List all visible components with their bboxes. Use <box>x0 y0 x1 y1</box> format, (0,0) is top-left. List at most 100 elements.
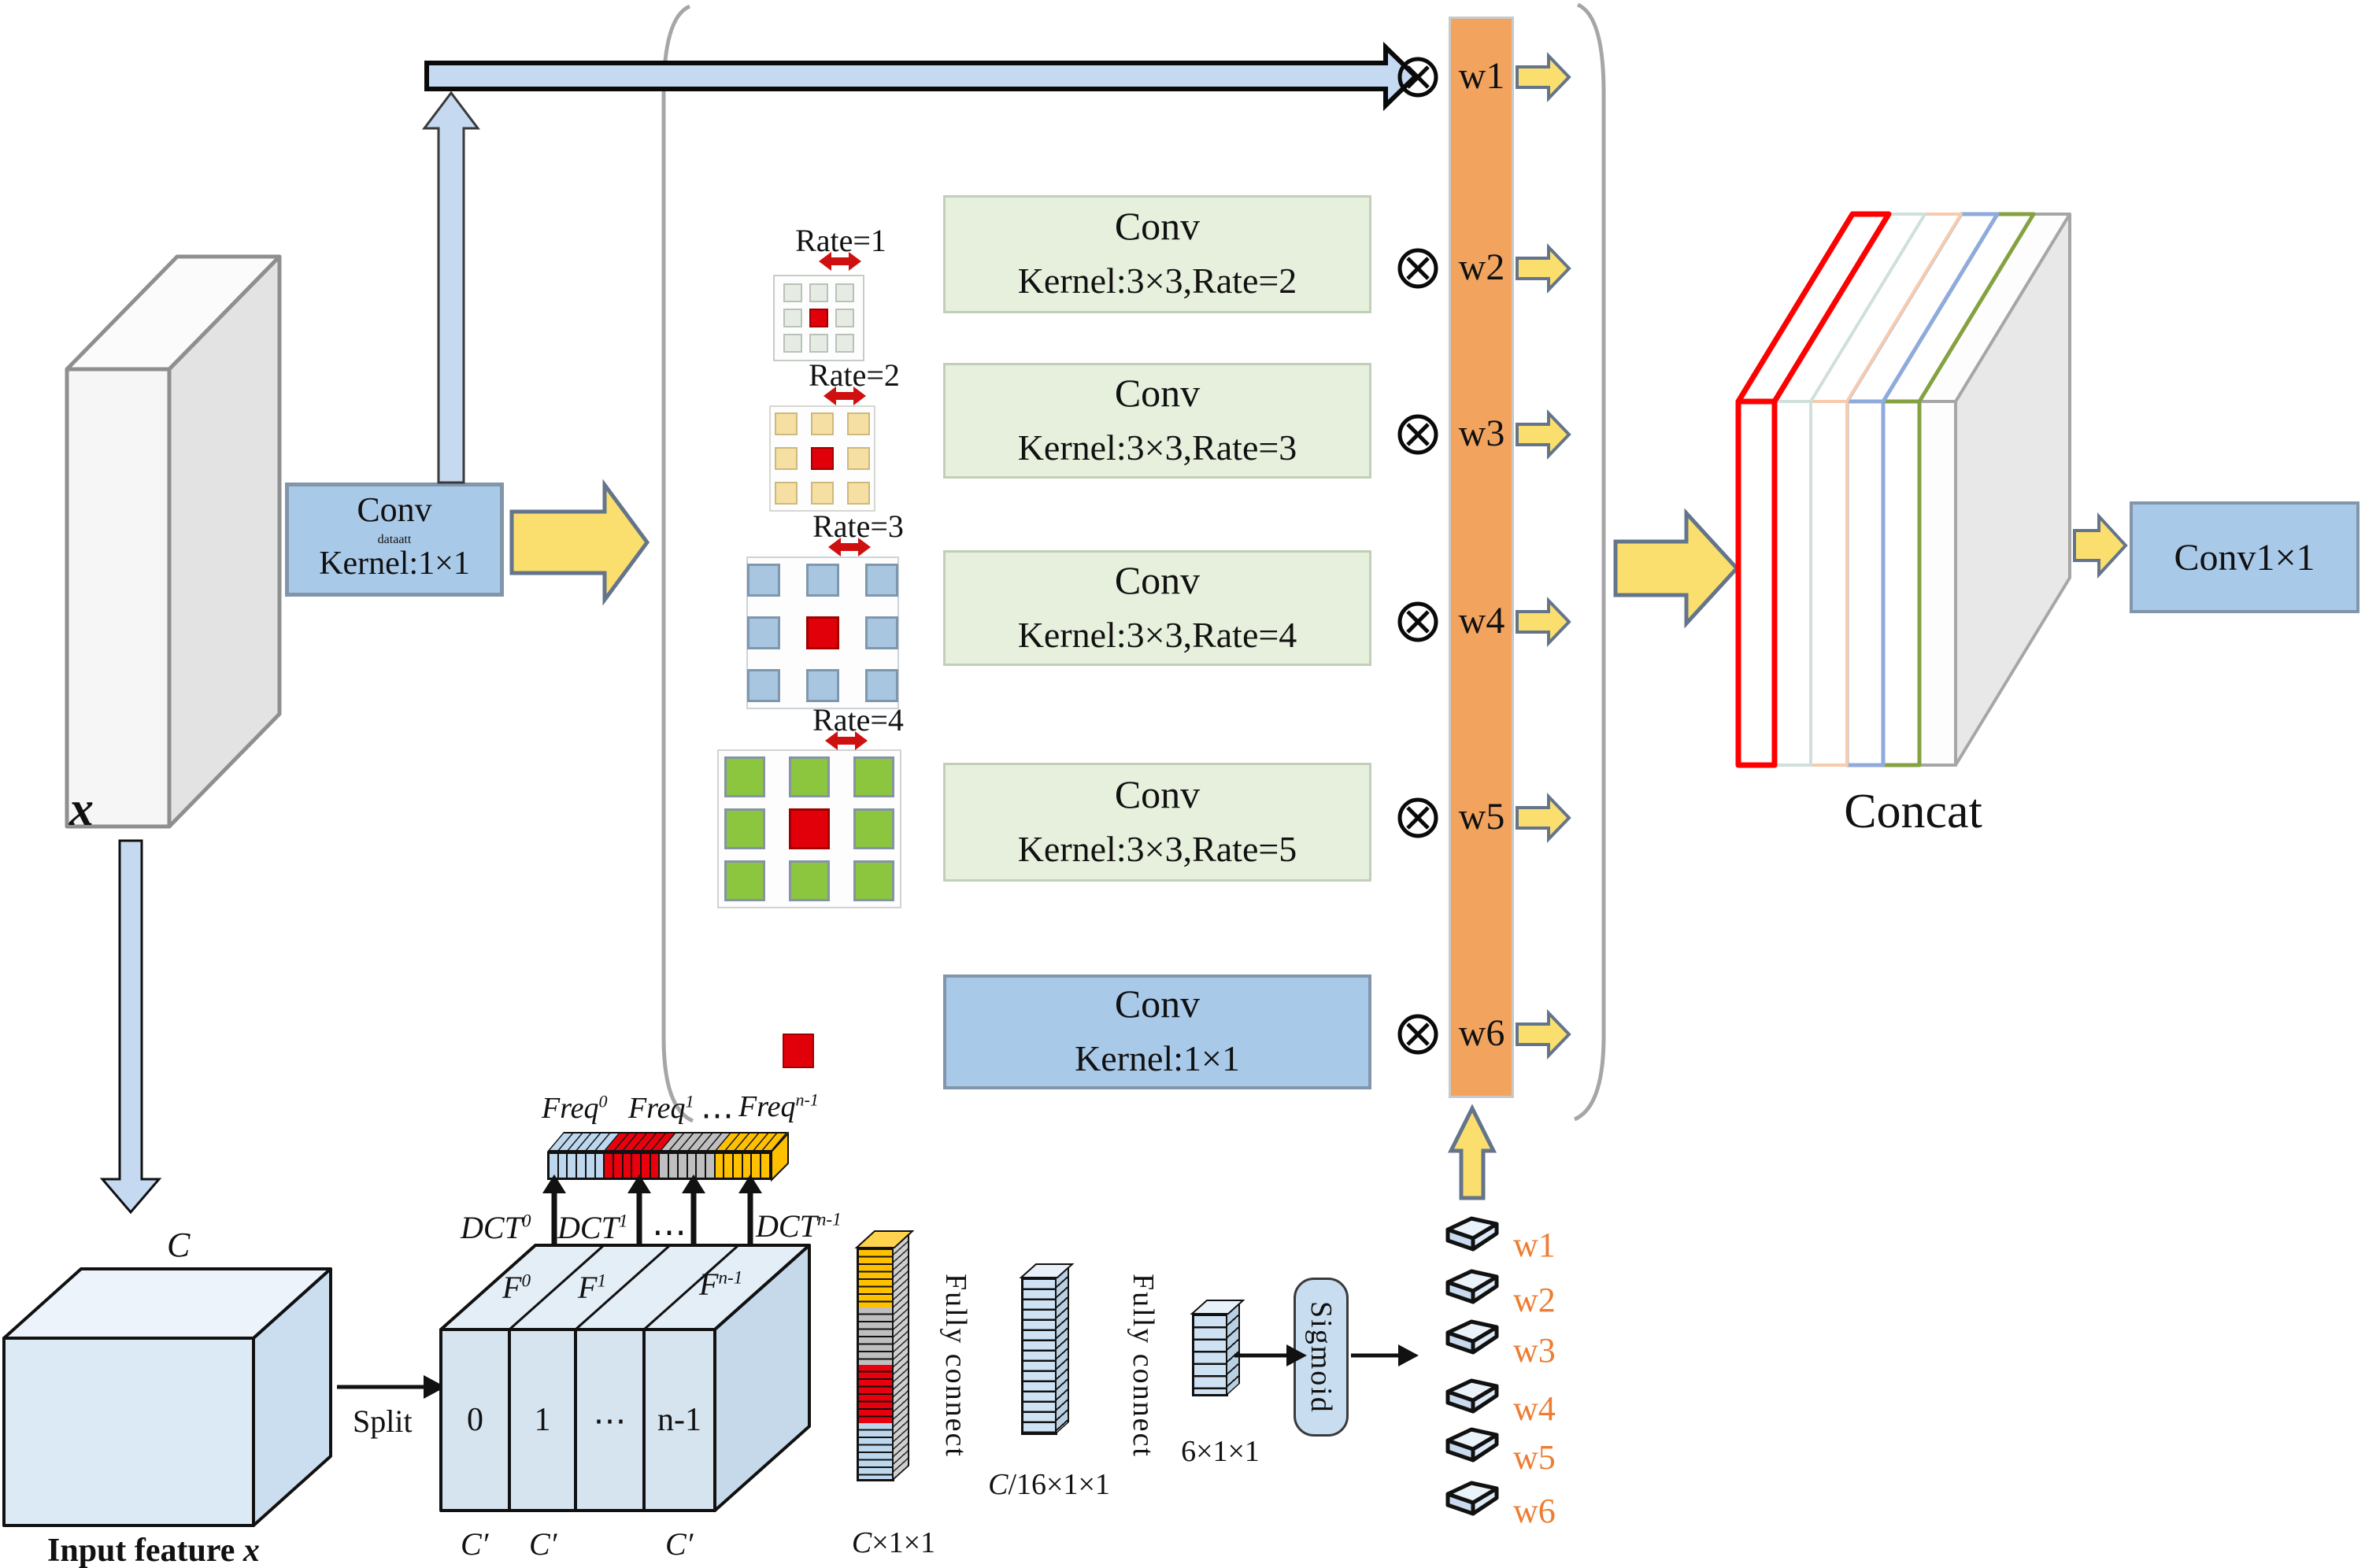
freq-cell <box>761 1154 769 1178</box>
otimes-icon-w2 <box>1400 250 1436 287</box>
fn1-label: Fn-1 <box>699 1266 742 1303</box>
split-arrow-head <box>424 1375 446 1399</box>
cprime-label-1: C′ <box>529 1526 557 1562</box>
x-label: x <box>69 782 94 836</box>
channel-weight-bar <box>1449 17 1514 1098</box>
bar-weight-label-w4: w4 <box>1458 600 1505 642</box>
weight-out-label-w1: w1 <box>1513 1226 1556 1264</box>
fc2-to-sigmoid-head <box>1286 1344 1307 1366</box>
kernel-cell <box>724 860 765 901</box>
freq-cell <box>715 1154 725 1178</box>
otimes-icon-w6 <box>1400 1016 1436 1052</box>
slab-label-0: 0 <box>467 1402 483 1438</box>
concat-slab-red <box>1735 211 1892 768</box>
weight-out-label-w6: w6 <box>1513 1492 1556 1530</box>
conv-1x1-bottom-line2: Kernel:1×1 <box>1075 1038 1240 1078</box>
yellow-arrow-left <box>509 479 650 606</box>
kernel-cell <box>747 564 780 597</box>
kernel-cell <box>775 447 798 470</box>
dilated-pattern-rate3 <box>746 557 899 709</box>
cprime-label-2: C′ <box>665 1526 694 1562</box>
freq-cell <box>734 1154 743 1178</box>
kernel-cell <box>865 616 898 649</box>
conv-rate5-line1: Conv <box>1114 772 1201 816</box>
slab-label-1: 1 <box>534 1402 551 1438</box>
kernel-center-cell <box>809 309 828 327</box>
kernel-cell <box>809 334 828 353</box>
freq-cell <box>660 1154 670 1178</box>
dctn1-sup: n-1 <box>816 1209 842 1230</box>
f0-label: F0 <box>502 1269 531 1306</box>
freq-cell <box>558 1154 568 1178</box>
freq-cell <box>623 1154 633 1178</box>
input-caption-text: Input feature <box>47 1533 235 1568</box>
yellow-arrow-weights-up <box>1447 1104 1497 1200</box>
up-arrow-blue <box>421 91 481 484</box>
top-skip-arrow <box>424 41 1419 112</box>
kernel-cell <box>806 669 839 702</box>
freq-cell <box>650 1154 661 1178</box>
cprime-label-0: C′ <box>461 1526 489 1562</box>
conv-1x1-output-label: Conv1×1 <box>2174 536 2315 579</box>
rate-label-1: Rate=1 <box>795 223 886 258</box>
freqn1-base: Freq <box>738 1090 796 1123</box>
weight-tile-w5 <box>1448 1429 1497 1460</box>
kernel-cell <box>853 756 894 797</box>
dct-arrow-1 <box>627 1174 651 1245</box>
kernel-cell <box>724 808 765 849</box>
kernel-cell <box>847 412 870 435</box>
freq1-sup: 1 <box>685 1091 694 1111</box>
slab-label-dots: ⋯ <box>593 1403 627 1440</box>
cvec-segment <box>859 1364 892 1424</box>
dct1-sup: 1 <box>618 1211 628 1232</box>
f1-label: F1 <box>578 1269 606 1306</box>
cvec-dim-rest: ×1×1 <box>872 1526 936 1559</box>
freq-cell <box>632 1154 642 1178</box>
cvec-segment <box>859 1423 892 1479</box>
split-box-3d <box>439 1244 811 1512</box>
freq-cell <box>742 1154 753 1178</box>
kernel-cell <box>775 412 798 435</box>
concat-slab-blue <box>1845 212 2000 767</box>
conv-1x1-left-line1: Conv <box>357 490 432 529</box>
freq-cell <box>613 1154 624 1178</box>
kernel-cell <box>789 756 830 797</box>
branch-out-arrow-w6 <box>1516 1011 1571 1057</box>
concat-stack <box>1735 211 2071 768</box>
freq-cell <box>678 1154 688 1178</box>
conv-rate3-line1: Conv <box>1114 371 1201 415</box>
kernel-cell <box>783 283 802 302</box>
sigmoid-out-head <box>1398 1344 1419 1366</box>
weight-out-label-w4: w4 <box>1513 1389 1556 1428</box>
freq-cell <box>705 1154 716 1178</box>
dilated-pattern-rate2 <box>769 405 875 512</box>
cvec-bar-cap <box>854 1230 915 1248</box>
kernel-cell <box>835 334 854 353</box>
freq-cell <box>605 1154 614 1178</box>
kernel-cell <box>865 564 898 597</box>
dctn1-label: DCTn-1 <box>756 1207 842 1244</box>
kernel-cell <box>865 669 898 702</box>
kernel-center-cell <box>806 616 839 649</box>
kernel-cell <box>835 283 854 302</box>
freqn1-label: Freqn-1 <box>738 1089 819 1124</box>
branch-out-arrow-w2 <box>1516 246 1571 291</box>
kernel-cell <box>806 564 839 597</box>
dct1-label: DCT1 <box>557 1209 627 1246</box>
kernel-cell <box>847 447 870 470</box>
fc1-bar-cap <box>1019 1263 1075 1278</box>
weight-tile-w3 <box>1448 1322 1497 1352</box>
down-arrow-blue <box>99 839 162 1215</box>
conv-rate2-line1: Conv <box>1114 204 1201 248</box>
dilated-pattern-rate4 <box>717 749 901 908</box>
weight-tile-w1 <box>1448 1219 1497 1249</box>
f1-base: F <box>578 1270 598 1305</box>
kernel-cell <box>789 860 830 901</box>
weight-out-label-w5: w5 <box>1513 1438 1556 1477</box>
branch-out-arrow-w5 <box>1516 795 1571 841</box>
freq-cell <box>669 1154 679 1178</box>
fn1-sup: n-1 <box>718 1267 743 1289</box>
freq-cell <box>577 1154 587 1178</box>
branch-out-arrow-w4 <box>1516 599 1571 645</box>
